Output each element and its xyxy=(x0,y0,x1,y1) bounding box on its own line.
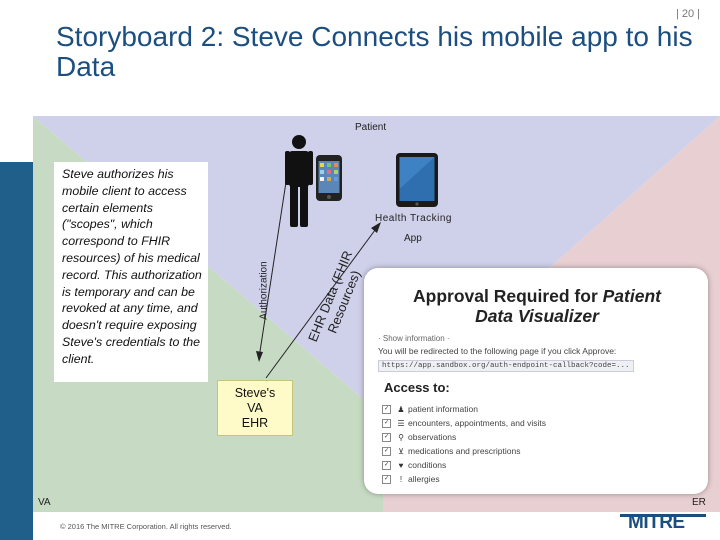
redirect-url: https://app.sandbox.org/auth-endpoint-ca… xyxy=(378,360,634,372)
scope-item[interactable]: ✓ ⊻ medications and prescriptions xyxy=(382,444,546,458)
approval-title-line2: Data Visualizer xyxy=(475,306,599,326)
approval-dialog: Approval Required for Patient Data Visua… xyxy=(364,268,708,494)
mitre-logo: MITRE xyxy=(620,512,706,534)
smartphone-icon xyxy=(316,155,342,201)
scope-list: ✓ ♟patient information ✓ ☰encounters, appo… xyxy=(382,402,546,486)
scope-label: conditions xyxy=(408,460,447,470)
app-label: App xyxy=(404,233,422,244)
authorization-label: Authorization xyxy=(258,261,270,320)
scope-checkbox[interactable]: ✓ xyxy=(382,446,391,456)
scope-checkbox[interactable]: ✓ xyxy=(382,432,391,442)
scope-label: observations xyxy=(408,432,457,442)
copyright-notice: © 2016 The MITRE Corporation. All rights… xyxy=(60,522,232,531)
scope-checkbox[interactable]: ✓ xyxy=(382,404,391,414)
health-tracking-label: Health Tracking xyxy=(375,213,452,224)
person-icon: ♟ xyxy=(397,404,405,414)
scope-label: patient information xyxy=(408,404,478,414)
authorization-arrow xyxy=(258,155,291,359)
approval-title-app: Patient xyxy=(602,286,661,306)
scope-checkbox[interactable]: ✓ xyxy=(382,418,391,428)
authorization-description: Steve authorizes his mobile client to ac… xyxy=(54,162,208,382)
show-information-link[interactable]: · Show information · xyxy=(378,334,450,343)
logo-bar xyxy=(620,514,706,517)
ehr-data-arrow xyxy=(265,225,379,379)
scope-item[interactable]: ✓ ♥ conditions xyxy=(382,458,546,472)
logo-text: MITRE xyxy=(628,512,685,533)
scope-checkbox[interactable]: ✓ xyxy=(382,474,391,484)
scope-item[interactable]: ✓! allergies xyxy=(382,472,546,486)
slide-title: Storyboard 2: Steve Connects his mobile … xyxy=(56,21,693,82)
page-number: | 20 | xyxy=(675,8,700,20)
authorization-arrowhead-bottom xyxy=(256,351,263,362)
ehr-box: Steve's VA EHR xyxy=(217,380,293,436)
magnifier-icon: ⚲ xyxy=(398,432,404,442)
exclamation-icon: ! xyxy=(399,474,403,484)
tablet-icon xyxy=(396,153,438,207)
heart-icon: ♥ xyxy=(398,460,404,470)
scope-item[interactable]: ✓ ♟patient information xyxy=(382,402,546,416)
scope-label: encounters, appointments, and visits xyxy=(408,418,546,428)
person-icon xyxy=(285,135,313,227)
scope-label: allergies xyxy=(408,474,440,484)
er-label: ER xyxy=(692,497,706,508)
scope-item[interactable]: ✓ ⚲ observations xyxy=(382,430,546,444)
access-heading: Access to: xyxy=(384,380,450,395)
list-icon: ☰ xyxy=(397,418,405,428)
approval-title-prefix: Approval Required for xyxy=(413,286,603,306)
ehr-data-arrowhead xyxy=(371,222,381,233)
scope-checkbox[interactable]: ✓ xyxy=(382,460,391,470)
flask-icon: ⊻ xyxy=(398,446,404,456)
scope-label: medications and prescriptions xyxy=(408,446,521,456)
patient-label: Patient xyxy=(355,122,387,133)
redirect-text: You will be redirected to the following … xyxy=(378,346,617,356)
scope-item[interactable]: ✓ ☰encounters, appointments, and visits xyxy=(382,416,546,430)
va-label: VA xyxy=(38,497,51,508)
approval-title: Approval Required for Patient Data Visua… xyxy=(372,286,702,326)
left-color-strip xyxy=(0,162,33,540)
